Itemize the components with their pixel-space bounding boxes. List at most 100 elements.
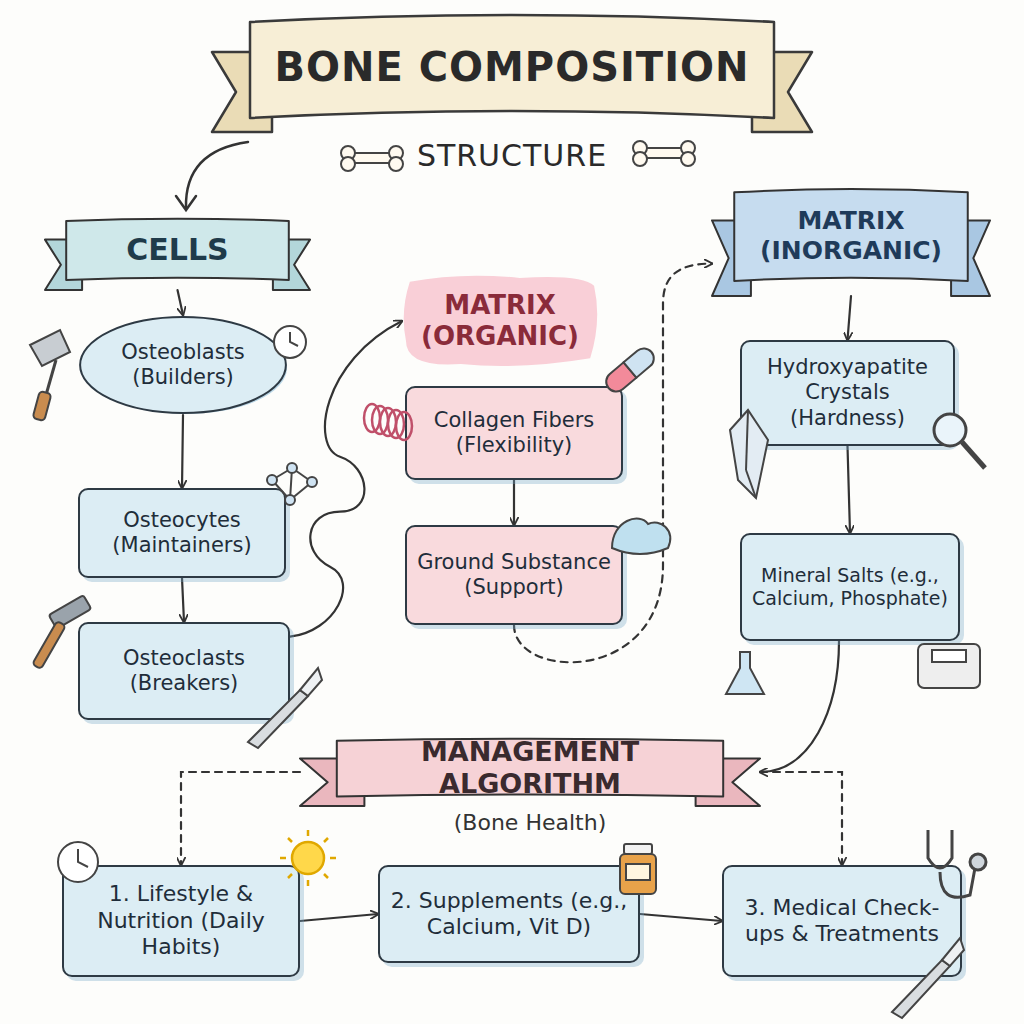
node-text: Mineral Salts (e.g., Calcium, Phosphate) bbox=[752, 564, 948, 610]
ribbon-band bbox=[734, 189, 968, 281]
molecule-icon bbox=[267, 475, 277, 485]
droplet-icon bbox=[612, 519, 670, 554]
crystal-icon bbox=[730, 410, 768, 498]
sun-icon bbox=[324, 874, 328, 878]
text-area: Collagen Fibers (Flexibility) bbox=[407, 388, 621, 478]
content-box: Mineral Salts (e.g., Calcium, Phosphate) bbox=[740, 533, 960, 641]
content-box: Osteoclasts (Breakers) bbox=[78, 622, 290, 720]
molecule-icon bbox=[285, 495, 295, 505]
crystal-icon bbox=[746, 470, 756, 498]
stethoscope-icon bbox=[928, 830, 952, 868]
connector-arrow bbox=[640, 914, 722, 921]
clock-icon bbox=[78, 849, 88, 867]
spring-icon bbox=[396, 412, 412, 440]
node-text: Collagen Fibers (Flexibility) bbox=[417, 408, 611, 458]
hammer-icon bbox=[32, 621, 66, 669]
connector-arrow bbox=[182, 578, 184, 622]
connector-arrow bbox=[760, 772, 842, 865]
wash-outline bbox=[402, 272, 598, 370]
content-box: 2. Supplements (e.g., Calcium, Vit D) bbox=[378, 865, 640, 963]
hammer-icon bbox=[49, 595, 92, 629]
bone-icon bbox=[633, 152, 647, 166]
ribbon-outline bbox=[45, 218, 310, 290]
node-text: 2. Supplements (e.g., Calcium, Vit D) bbox=[390, 888, 628, 941]
clock-icon bbox=[274, 326, 306, 358]
color-wash bbox=[404, 276, 598, 366]
scalpel-icon bbox=[300, 668, 322, 696]
trowel-icon bbox=[33, 391, 52, 421]
bone-icon bbox=[633, 141, 647, 155]
node-text: MANAGEMENT ALGORITHM bbox=[350, 736, 710, 801]
node-text: Ground Substance (Support) bbox=[417, 550, 611, 600]
subtitle-label: STRUCTURE bbox=[412, 138, 612, 173]
ellipse-outline bbox=[78, 315, 288, 415]
magnifier-icon bbox=[962, 442, 985, 468]
ellipse-outline bbox=[80, 317, 286, 413]
title-arrow bbox=[176, 196, 196, 210]
section-header: MATRIX (ORGANIC) bbox=[402, 272, 598, 370]
content-box: Hydroxyapatite Crystals (Hardness) bbox=[740, 340, 955, 446]
text-area: Ground Substance (Support) bbox=[407, 527, 621, 623]
bone-icon bbox=[341, 146, 355, 160]
scale-icon bbox=[918, 644, 980, 688]
text-area: Osteoclasts (Breakers) bbox=[80, 624, 288, 718]
flask-icon bbox=[726, 652, 764, 694]
node-subtext: (Bone Health) bbox=[300, 810, 760, 835]
text-area: Hydroxyapatite Crystals (Hardness) bbox=[742, 342, 953, 444]
magnifier-icon bbox=[934, 414, 985, 468]
node-text: Osteoclasts (Breakers) bbox=[90, 646, 278, 696]
molecule-icon bbox=[267, 463, 317, 505]
ribbon-outline bbox=[300, 738, 760, 806]
trowel-icon bbox=[46, 360, 56, 395]
connector-arrow bbox=[514, 264, 712, 663]
pill-bottle-icon bbox=[620, 854, 656, 894]
text-area: MATRIX (INORGANIC) bbox=[712, 188, 990, 296]
banner-node: MATRIX (INORGANIC) bbox=[712, 188, 990, 296]
flask-icon bbox=[726, 652, 764, 694]
connector-arrow bbox=[300, 914, 378, 921]
spring-icon bbox=[388, 410, 404, 438]
text-area: MANAGEMENT ALGORITHM bbox=[300, 738, 760, 806]
ribbon-tail bbox=[273, 240, 310, 290]
scalpel-icon bbox=[892, 938, 964, 1018]
sun-icon bbox=[288, 874, 292, 878]
clock-icon bbox=[58, 842, 98, 882]
text-area: Osteoblasts (Builders) bbox=[78, 315, 288, 415]
sun-icon bbox=[292, 842, 324, 874]
trowel-icon bbox=[30, 330, 70, 421]
magnifier-icon bbox=[934, 414, 966, 446]
bone-icon bbox=[389, 157, 403, 171]
molecule-icon bbox=[307, 477, 317, 487]
spring-icon bbox=[364, 404, 412, 440]
node-text: CELLS bbox=[126, 232, 228, 268]
molecule-icon bbox=[272, 468, 292, 480]
ribbon-band bbox=[337, 739, 723, 797]
ribbon-tail bbox=[951, 220, 990, 296]
clock-icon bbox=[58, 842, 98, 882]
stethoscope-icon bbox=[928, 830, 986, 897]
content-box: Collagen Fibers (Flexibility) bbox=[405, 386, 623, 480]
content-box: Osteocytes (Maintainers) bbox=[78, 488, 286, 578]
bone-icon bbox=[681, 152, 695, 166]
spring-icon bbox=[364, 404, 380, 432]
text-area: Mineral Salts (e.g., Calcium, Phosphate) bbox=[742, 535, 958, 639]
connector-arrow bbox=[513, 480, 515, 525]
scalpel-icon bbox=[892, 960, 950, 1018]
sun-icon bbox=[307, 880, 310, 886]
connector-arrow bbox=[290, 321, 402, 637]
connector-arrow bbox=[848, 296, 852, 340]
ribbon-band bbox=[66, 219, 289, 280]
pill-bottle-icon bbox=[624, 844, 652, 854]
banner-node: CELLS bbox=[45, 218, 310, 290]
spring-icon bbox=[380, 408, 396, 436]
title-ribbon bbox=[752, 52, 812, 132]
content-box: Ground Substance (Support) bbox=[405, 525, 623, 625]
ribbon-tail bbox=[300, 758, 364, 806]
sun-icon bbox=[288, 838, 292, 842]
trowel-icon bbox=[30, 330, 70, 366]
node-text: Osteocytes (Maintainers) bbox=[90, 508, 274, 558]
hammer-icon bbox=[32, 595, 91, 669]
bone-icon bbox=[681, 141, 695, 155]
molecule-icon bbox=[292, 468, 312, 482]
